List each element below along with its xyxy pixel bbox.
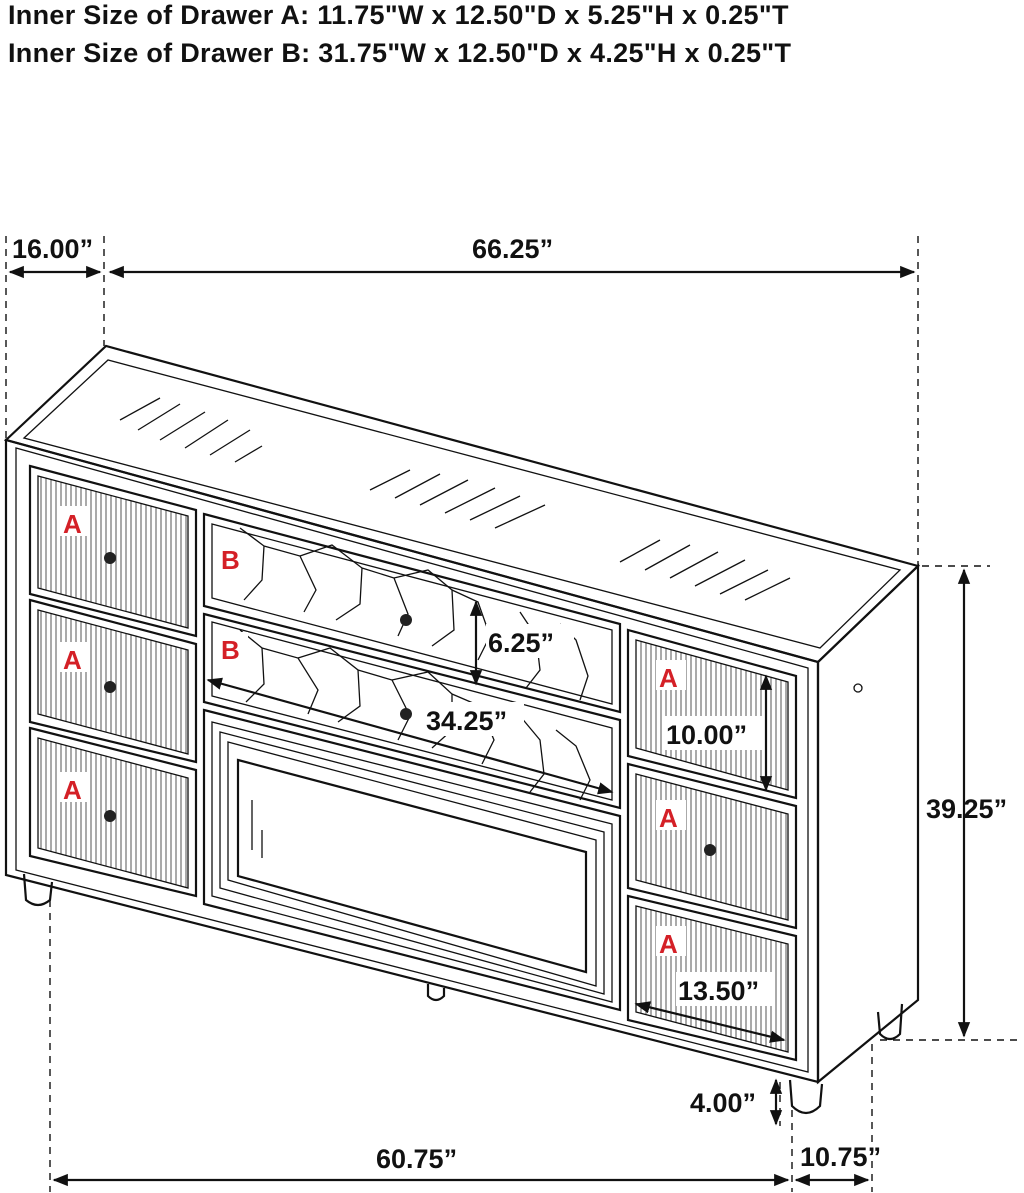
dimension-lines [5,236,1022,1192]
drawer-label-a: A [659,803,678,833]
dim-depth: 16.00” [12,234,93,264]
knob [104,552,116,564]
knob [400,614,412,626]
drawer-label-a: A [63,645,82,675]
drawer-label-a: A [63,775,82,805]
label-bg [60,772,90,802]
knob [400,708,412,720]
side-hole [853,683,863,693]
leg-front-right [788,1079,824,1115]
drawer-label-a: A [63,509,82,539]
left-drawer-column [28,464,198,898]
drawer-label-a: A [659,663,678,693]
drawer-label-b: B [221,635,240,665]
label-bg [656,926,686,956]
cabinet-side [816,563,920,1085]
dim-leg-height: 4.00” [690,1088,756,1118]
label-bg [656,660,686,690]
dim-height: 39.25” [926,794,1007,824]
dim-drawer-a-height: 10.00” [666,720,747,750]
drawer-label-a: A [659,929,678,959]
center-foot [426,984,446,1002]
dim-drawer-a-width: 13.50” [678,976,759,1006]
top-glass-reflection [119,397,791,601]
dim-base-width: 60.75” [376,1144,457,1174]
drawer-a-inner-size-text: Inner Size of Drawer A: 11.75"W x 12.50"… [8,0,789,30]
knob [104,681,116,693]
drawer-b-inner-size-text: Inner Size of Drawer B: 31.75"W x 12.50"… [8,38,792,68]
knob [104,810,116,822]
label-bg [60,642,90,672]
leg-back-right [876,1003,904,1041]
label-bg [60,506,90,536]
dim-drawer-b-width: 34.25” [426,706,507,736]
label-bg [218,632,248,662]
dim-width: 66.25” [472,234,553,264]
label-bg [656,800,686,830]
dim-base-depth: 10.75” [800,1142,881,1172]
drawer-label-b: B [221,545,240,575]
knob [704,844,716,856]
dimension-labels: 16.00” 66.25” 39.25” 6.25” 34.25” 10.00”… [12,234,1007,1174]
drawer-labels: A A A B B A A A [60,506,686,959]
label-bg [218,542,248,572]
dim-drawer-b-height: 6.25” [488,628,554,658]
